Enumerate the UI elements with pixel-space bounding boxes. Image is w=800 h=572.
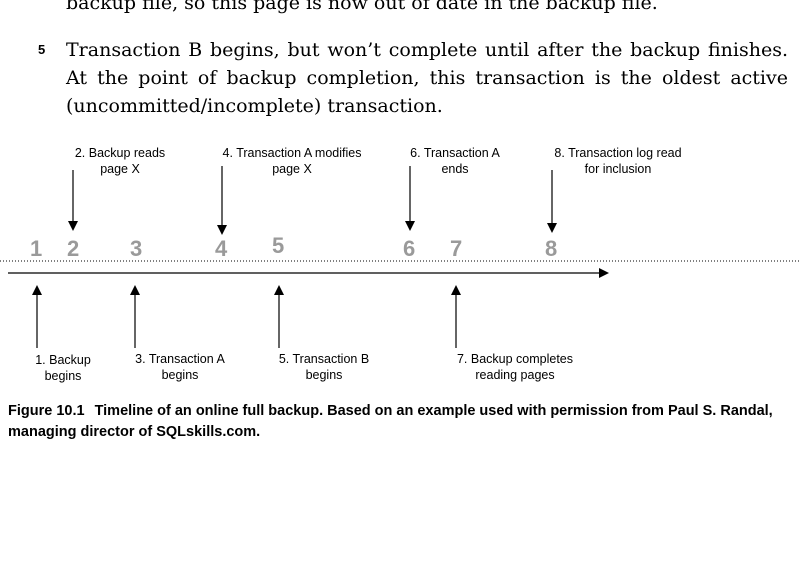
- step-number-2: 2: [67, 236, 80, 261]
- step-number-7: 7: [450, 236, 463, 261]
- step-number-8: 8: [545, 236, 558, 261]
- step-number-1: 1: [30, 236, 43, 261]
- list-item-text: Transaction B begins, but won’t complete…: [66, 39, 788, 117]
- step-number-4: 4: [215, 236, 228, 261]
- figure-caption-text: Timeline of an online full backup. Based…: [8, 403, 773, 440]
- list-item-number: 5: [38, 42, 46, 57]
- step-number-3: 3: [130, 236, 143, 261]
- figure-label: Figure 10.1: [8, 403, 85, 419]
- timeline-diagram: [0, 166, 800, 348]
- paragraph-partial: backup file, so this page is now out of …: [66, 0, 658, 14]
- step-number-6: 6: [403, 236, 416, 261]
- step-number-5: 5: [272, 233, 285, 258]
